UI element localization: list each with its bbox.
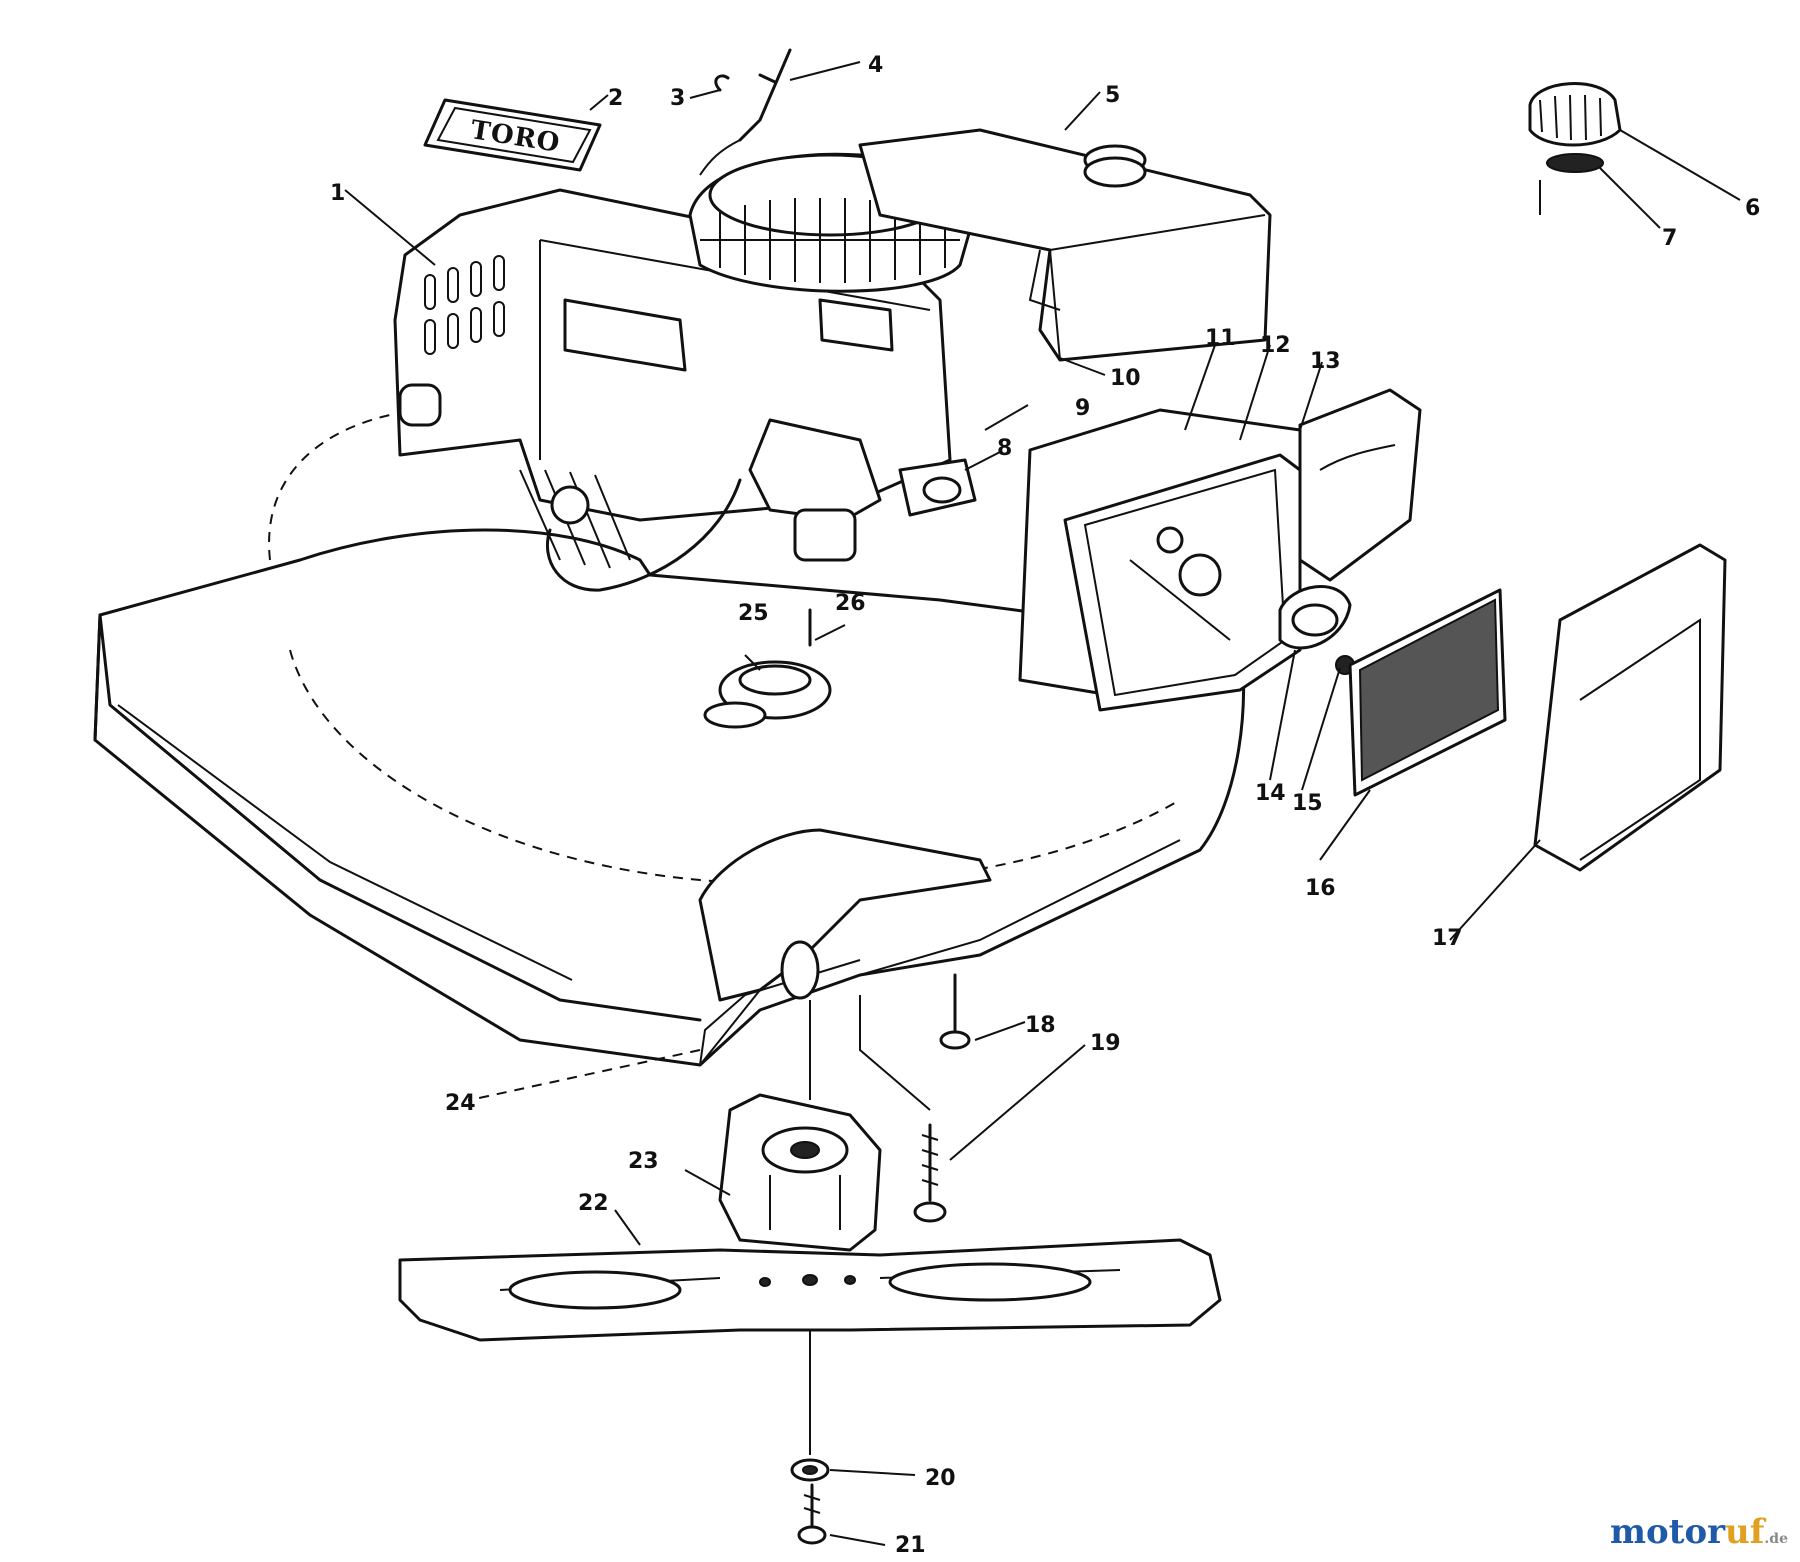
blade-adapter <box>718 1093 882 1252</box>
callout-24: 24 <box>445 1091 476 1116</box>
bolt-19 <box>913 1123 947 1223</box>
filter-element <box>1348 588 1507 797</box>
callout-14: 14 <box>1255 781 1286 806</box>
callout-20: 20 <box>925 1466 956 1491</box>
callout-11: 11 <box>1205 326 1236 351</box>
bolt-18 <box>939 973 971 1050</box>
watermark-suffix: .de <box>1764 1531 1788 1547</box>
blade-adapter-pulley <box>703 608 832 729</box>
washer-20 <box>790 1458 830 1482</box>
deflector-dashed-line <box>469 1049 701 1101</box>
watermark: motoruf.de <box>1610 1512 1788 1552</box>
callout-9: 9 <box>1075 396 1090 421</box>
bolt-axis <box>859 995 931 1111</box>
bolt-21 <box>797 1483 827 1545</box>
callout-18: 18 <box>1025 1013 1056 1038</box>
air-filter-housing <box>1018 408 1302 712</box>
callout-17: 17 <box>1432 926 1463 951</box>
callout-16: 16 <box>1305 876 1336 901</box>
callout-1: 1 <box>330 181 345 206</box>
callout-6: 6 <box>1745 196 1760 221</box>
callout-4: 4 <box>868 53 883 78</box>
callout-22: 22 <box>578 1191 609 1216</box>
leader-lines <box>344 61 1741 1546</box>
mower-blade <box>398 1238 1222 1342</box>
fuel-tank <box>858 128 1272 362</box>
throttle-cable <box>699 48 792 176</box>
mower-deck <box>93 409 1246 1067</box>
carburetor <box>748 418 977 562</box>
callout-7: 7 <box>1662 226 1677 251</box>
callout-numbers: 1 2 3 4 5 6 7 8 9 10 11 12 13 14 15 16 1… <box>330 53 1760 1558</box>
callout-10: 10 <box>1110 366 1141 391</box>
callout-19: 19 <box>1090 1031 1121 1056</box>
callout-8: 8 <box>997 436 1012 461</box>
callout-25: 25 <box>738 601 769 626</box>
watermark-main: motoruf <box>1610 1512 1765 1552</box>
filter-cover <box>1533 543 1727 872</box>
callout-12: 12 <box>1260 333 1291 358</box>
callout-2: 2 <box>608 86 623 111</box>
callout-26: 26 <box>835 591 866 616</box>
callout-5: 5 <box>1105 83 1120 108</box>
cap-gasket <box>1546 153 1604 173</box>
callout-15: 15 <box>1292 791 1323 816</box>
fuel-cap <box>1528 82 1622 215</box>
toro-decal: TORO <box>423 98 602 172</box>
callout-21: 21 <box>895 1533 926 1558</box>
callout-3: 3 <box>670 86 685 111</box>
callout-13: 13 <box>1310 349 1341 374</box>
engine <box>393 152 972 592</box>
callout-23: 23 <box>628 1149 659 1174</box>
cable-clip <box>714 74 730 92</box>
spindle-hole <box>780 940 820 1000</box>
air-filter-base <box>1278 388 1422 675</box>
